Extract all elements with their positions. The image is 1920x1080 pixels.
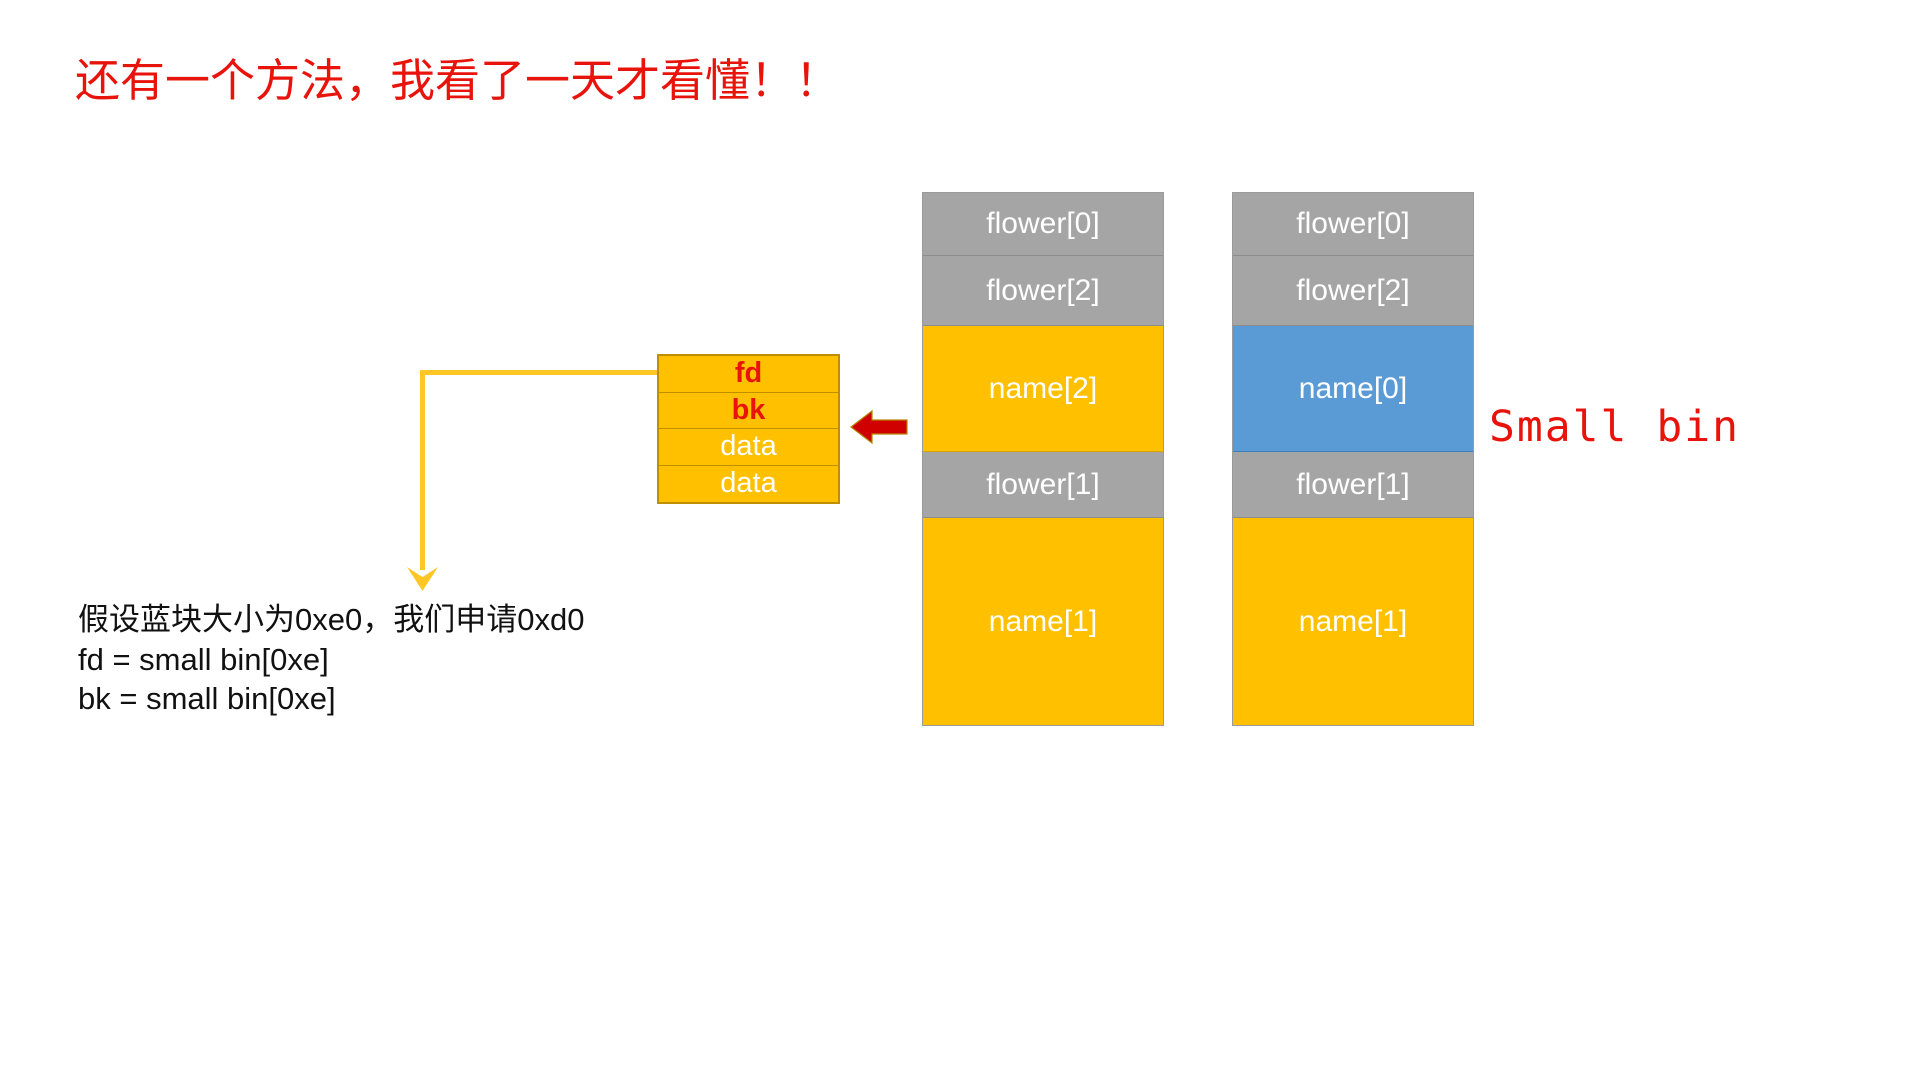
chunk-row-data-2: data (720, 467, 777, 500)
memory-block-flower1: flower[1] (923, 452, 1163, 518)
chunk-row-fd: fd (659, 356, 838, 393)
free-chunk-box: fd bk data data (657, 354, 840, 504)
page-title: 还有一个方法，我看了一天才看懂！！ (75, 55, 841, 106)
note-line-2: fd = small bin[0xe] (78, 641, 329, 677)
note-line-3: bk = small bin[0xe] (78, 681, 336, 717)
connector-arrow-down-icon (407, 567, 438, 591)
chunk-row-data-1: data (659, 429, 838, 466)
chunk-row-bk: bk (659, 393, 838, 429)
memory-block-flower2: flower[2] (1233, 256, 1473, 326)
memory-block-name0: name[0] (1233, 326, 1473, 452)
memory-column-right: flower[0]flower[2]name[0]flower[1]name[1… (1232, 192, 1474, 726)
memory-block-name1: name[1] (1233, 518, 1473, 725)
memory-block-flower2: flower[2] (923, 256, 1163, 326)
memory-block-flower0: flower[0] (1233, 193, 1473, 256)
red-arrow-left-icon (850, 409, 908, 445)
note-line-1: 假设蓝块大小为0xe0，我们申请0xd0 (78, 602, 585, 637)
memory-block-flower1: flower[1] (1233, 452, 1473, 518)
memory-block-name1: name[1] (923, 518, 1163, 725)
small-bin-label: Small bin (1489, 402, 1740, 452)
memory-block-flower0: flower[0] (923, 193, 1163, 256)
explanation-note-block: 假设蓝块大小为0xe0，我们申请0xd0 fd = small bin[0xe]… (78, 600, 584, 719)
memory-column-left: flower[0]flower[2]name[2]flower[1]name[1… (922, 192, 1164, 726)
connector-vertical-segment (420, 370, 425, 570)
connector-horizontal-segment (420, 370, 660, 375)
memory-block-name2: name[2] (923, 326, 1163, 452)
